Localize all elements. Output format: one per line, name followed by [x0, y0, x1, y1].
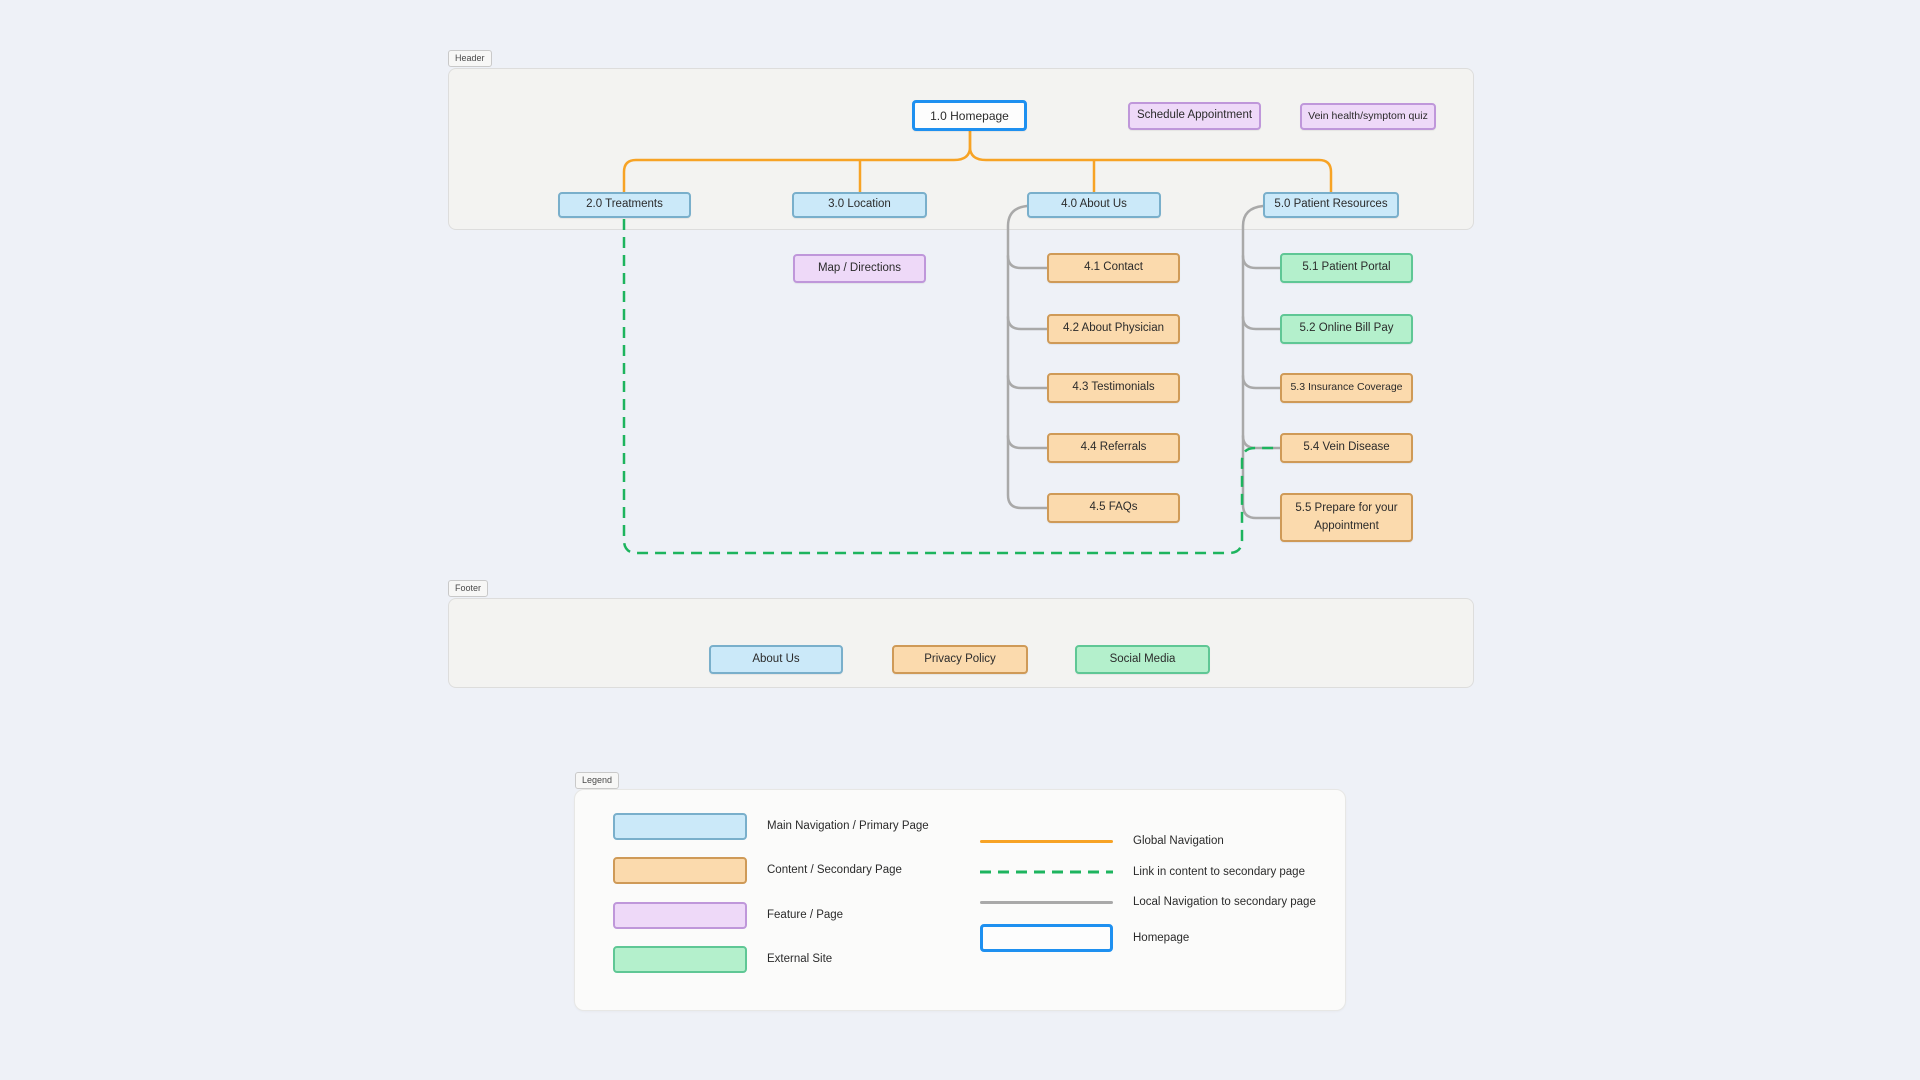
legend-label-global-nav: Global Navigation [1133, 835, 1224, 847]
node-footer-about-us[interactable]: About Us [709, 645, 843, 674]
local-navigation-connectors-about [1006, 204, 1049, 510]
node-faqs[interactable]: 4.5 FAQs [1047, 493, 1180, 523]
node-contact[interactable]: 4.1 Contact [1047, 253, 1180, 283]
legend-frame-tag[interactable]: Legend [575, 772, 620, 789]
legend-label-primary: Main Navigation / Primary Page [767, 820, 929, 832]
node-patient-portal[interactable]: 5.1 Patient Portal [1280, 253, 1413, 283]
node-vein-quiz[interactable]: Vein health/symptom quiz [1300, 103, 1436, 130]
node-online-bill-pay[interactable]: 5.2 Online Bill Pay [1280, 314, 1413, 344]
header-frame-tag[interactable]: Header [448, 50, 492, 67]
legend-swatch-homepage [980, 924, 1113, 952]
node-about-physician[interactable]: 4.2 About Physician [1047, 314, 1180, 344]
legend-line-content-link [980, 870, 1113, 874]
legend-line-global-nav [980, 840, 1113, 843]
node-homepage[interactable]: 1.0 Homepage [912, 100, 1027, 131]
legend-swatch-feature [613, 902, 747, 929]
node-patient-resources[interactable]: 5.0 Patient Resources [1263, 192, 1399, 218]
legend-swatch-secondary [613, 857, 747, 884]
legend-label-secondary: Content / Secondary Page [767, 864, 902, 876]
node-about-us[interactable]: 4.0 About Us [1027, 192, 1161, 218]
node-vein-disease[interactable]: 5.4 Vein Disease [1280, 433, 1413, 463]
legend-swatch-external [613, 946, 747, 973]
node-footer-social-media[interactable]: Social Media [1075, 645, 1210, 674]
node-map-directions[interactable]: Map / Directions [793, 254, 926, 283]
node-referrals[interactable]: 4.4 Referrals [1047, 433, 1180, 463]
legend-label-content-link: Link in content to secondary page [1133, 866, 1305, 878]
node-prepare-appointment[interactable]: 5.5 Prepare for your Appointment [1280, 493, 1413, 542]
node-footer-privacy-policy[interactable]: Privacy Policy [892, 645, 1028, 674]
legend-line-local-nav [980, 901, 1113, 904]
local-navigation-connectors-resources [1241, 204, 1282, 520]
node-insurance-coverage[interactable]: 5.3 Insurance Coverage [1280, 373, 1413, 403]
node-location[interactable]: 3.0 Location [792, 192, 927, 218]
global-navigation-connectors [622, 129, 1333, 195]
footer-frame-tag[interactable]: Footer [448, 580, 489, 597]
legend-swatch-primary [613, 813, 747, 840]
legend-label-feature: Feature / Page [767, 909, 844, 921]
legend-label-homepage: Homepage [1133, 932, 1190, 944]
node-testimonials[interactable]: 4.3 Testimonials [1047, 373, 1180, 403]
legend-label-local-nav: Local Navigation to secondary page [1133, 896, 1316, 908]
node-schedule-appointment[interactable]: Schedule Appointment [1128, 102, 1261, 130]
legend-label-external: External Site [767, 953, 833, 965]
node-treatments[interactable]: 2.0 Treatments [558, 192, 691, 218]
content-link-connector [622, 219, 1279, 555]
